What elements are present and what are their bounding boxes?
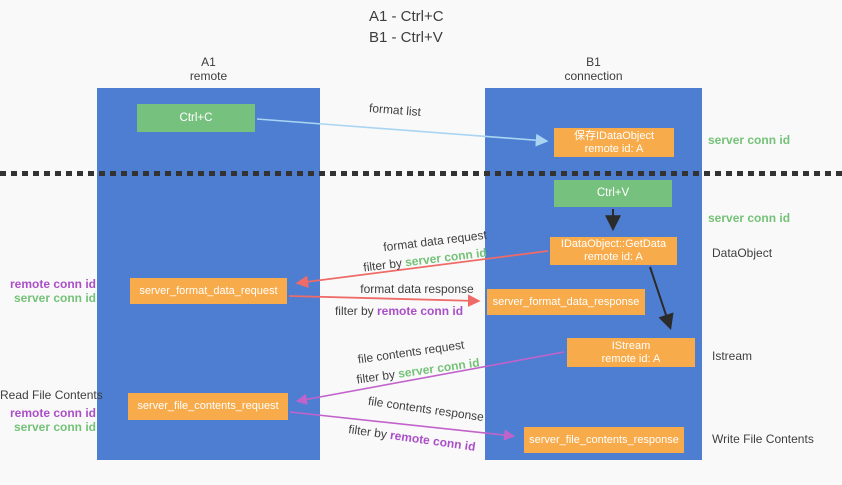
label-istream: Istream xyxy=(712,349,753,363)
label-server-conn-id-file: server conn id xyxy=(13,420,96,434)
column-b1-subtitle: connection xyxy=(564,69,623,83)
label-format-data-response: format data response xyxy=(360,282,474,296)
label-server-conn-id-top: server conn id xyxy=(708,133,791,147)
label-dataobject: DataObject xyxy=(712,246,773,260)
node-file-response-label: server_file_contents_response xyxy=(529,433,679,446)
node-istream-line1: IStream xyxy=(611,339,651,352)
node-server-format-data-response: server_format_data_response xyxy=(487,289,645,315)
title-line-1: A1 - Ctrl+C xyxy=(369,8,444,25)
filter-remote-conn-id: remote conn id xyxy=(377,304,464,318)
label-file-contents-response: file contents response xyxy=(367,393,485,425)
node-format-response-label: server_format_data_response xyxy=(492,295,640,308)
label-server-conn-id-format: server conn id xyxy=(13,291,96,305)
node-server-file-contents-request: server_file_contents_request xyxy=(128,393,288,420)
filter-remote-conn-id: remote conn id xyxy=(389,428,477,454)
node-istream-line2: remote id: A xyxy=(601,352,661,365)
filter-prefix: filter by xyxy=(347,422,388,442)
node-save-idataobject-line1: 保存IDataObject xyxy=(573,129,655,142)
label-filter-file-response: filter by remote conn id xyxy=(348,422,477,454)
node-ctrl-v-label: Ctrl+V xyxy=(596,187,630,199)
node-idataobject-getdata: IDataObject::GetData remote id: A xyxy=(550,237,677,265)
filter-prefix: filter by xyxy=(362,255,403,275)
node-server-file-contents-response: server_file_contents_response xyxy=(524,427,684,453)
label-server-conn-id-mid: server conn id xyxy=(708,211,791,225)
node-ctrl-v: Ctrl+V xyxy=(554,180,672,207)
label-group-format-left: remote conn id server conn id xyxy=(0,277,96,305)
node-save-idataobject: 保存IDataObject remote id: A xyxy=(554,128,674,157)
diagram-title: A1 - Ctrl+C B1 - Ctrl+V xyxy=(369,6,444,48)
label-remote-conn-id-file: remote conn id xyxy=(9,406,96,420)
node-istream: IStream remote id: A xyxy=(567,338,695,367)
label-format-list: format list xyxy=(368,100,422,120)
label-write-file-contents: Write File Contents xyxy=(712,432,814,446)
node-save-idataobject-line2: remote id: A xyxy=(584,142,644,155)
node-ctrl-c: Ctrl+C xyxy=(137,104,255,132)
label-filter-format-response: filter by remote conn id xyxy=(335,304,463,318)
node-server-format-data-request: server_format_data_request xyxy=(130,278,287,304)
column-header-a1: A1 remote xyxy=(97,55,320,83)
column-header-b1: B1 connection xyxy=(485,55,702,83)
title-line-2: B1 - Ctrl+V xyxy=(369,29,443,46)
node-getdata-line1: IDataObject::GetData xyxy=(560,238,667,250)
column-b1-name: B1 xyxy=(586,55,601,69)
label-filter-format-request: filter by server conn id xyxy=(363,245,488,274)
column-a1-subtitle: remote xyxy=(189,69,228,83)
node-format-request-label: server_format_data_request xyxy=(139,284,278,297)
filter-prefix: filter by xyxy=(334,304,374,318)
node-ctrl-c-label: Ctrl+C xyxy=(179,111,213,124)
node-file-request-label: server_file_contents_request xyxy=(137,400,279,412)
node-getdata-line2: remote id: A xyxy=(584,251,643,263)
filter-prefix: filter by xyxy=(355,367,396,387)
label-read-file-contents: Read File Contents xyxy=(0,388,103,402)
label-remote-conn-id-format: remote conn id xyxy=(9,277,96,291)
column-a1-name: A1 xyxy=(201,55,216,69)
label-group-file-left: Read File Contents remote conn id server… xyxy=(0,388,103,434)
dotted-divider xyxy=(0,171,842,176)
